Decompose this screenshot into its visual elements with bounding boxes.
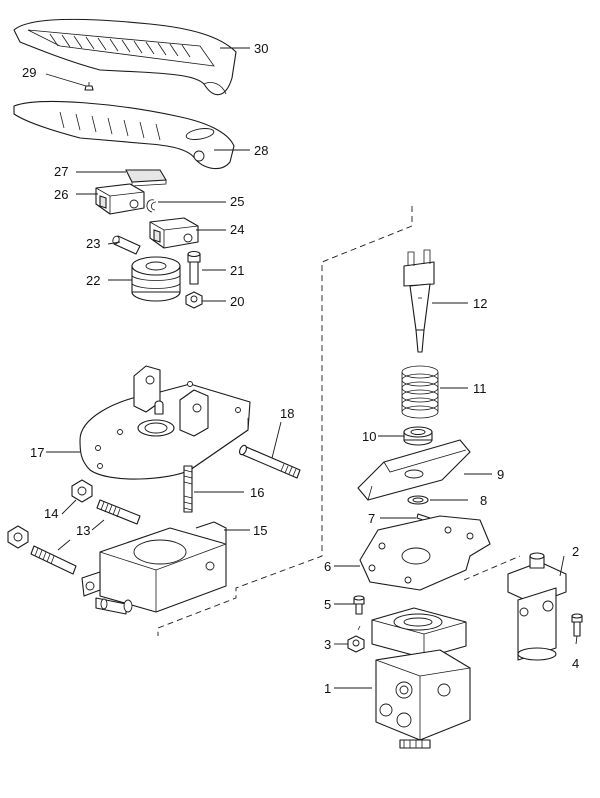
part-1-valve-body <box>371 607 471 749</box>
part-28-pedal-plate <box>13 100 235 170</box>
callout-17: 17 <box>30 445 44 460</box>
callout-22: 22 <box>86 273 100 288</box>
part-20-nut <box>185 291 203 309</box>
callout-28: 28 <box>254 143 268 158</box>
callout-9: 9 <box>497 467 504 482</box>
callout-10: 10 <box>362 429 376 444</box>
callout-16: 16 <box>250 485 264 500</box>
callout-20: 20 <box>230 294 244 309</box>
part-11-spring <box>401 365 439 419</box>
callout-12: 12 <box>473 296 487 311</box>
part-2-side-valve <box>507 552 567 661</box>
part-24-bracket <box>149 217 199 249</box>
callout-8: 8 <box>480 493 487 508</box>
callout-3: 3 <box>324 637 331 652</box>
part-22-rubber-spring <box>131 256 181 302</box>
callout-24: 24 <box>230 222 244 237</box>
callout-13: 13 <box>76 523 90 538</box>
part-3-nut <box>347 625 365 653</box>
callout-4: 4 <box>572 656 579 671</box>
part-21-bolt <box>187 250 201 285</box>
callout-1: 1 <box>324 681 331 696</box>
part-12-plunger <box>403 249 435 353</box>
callout-21: 21 <box>230 263 244 278</box>
callout-15: 15 <box>253 523 267 538</box>
part-4-screw <box>571 613 583 637</box>
callout-7: 7 <box>368 511 375 526</box>
part-14-nut-upper <box>71 479 93 503</box>
leader-lines <box>45 47 578 689</box>
part-17-base-plate <box>79 365 251 480</box>
callout-18: 18 <box>280 406 294 421</box>
part-13-screw-lower <box>30 545 77 575</box>
part-15-housing <box>81 521 227 615</box>
callout-25: 25 <box>230 194 244 209</box>
callout-2: 2 <box>572 544 579 559</box>
part-6-gasket <box>359 515 491 591</box>
part-9-lever <box>357 439 471 501</box>
part-29-rivet <box>84 82 94 91</box>
assembly-dashed-line <box>157 206 521 636</box>
callout-30: 30 <box>254 41 268 56</box>
part-25-clip <box>146 199 157 213</box>
callout-numbers: 30 29 28 27 26 25 24 23 22 21 20 18 17 1… <box>22 41 579 696</box>
part-18-stud <box>239 444 301 479</box>
part-8-washer <box>407 495 429 505</box>
callout-23: 23 <box>86 236 100 251</box>
callout-27: 27 <box>54 164 68 179</box>
part-30-pedal-pad <box>13 18 237 96</box>
part-13-screw-upper <box>96 499 141 525</box>
callout-11: 11 <box>473 381 487 396</box>
callout-14: 14 <box>44 506 58 521</box>
callout-5: 5 <box>324 597 331 612</box>
part-14-nut-lower <box>7 525 29 549</box>
part-16-stud <box>183 465 193 513</box>
part-5-screw <box>353 595 365 615</box>
part-23-pin <box>112 235 141 255</box>
callout-29: 29 <box>22 65 36 80</box>
callout-26: 26 <box>54 187 68 202</box>
part-10-seat <box>403 426 433 446</box>
part-27-pad <box>125 169 167 187</box>
callout-6: 6 <box>324 559 331 574</box>
part-26-bracket <box>95 183 145 215</box>
